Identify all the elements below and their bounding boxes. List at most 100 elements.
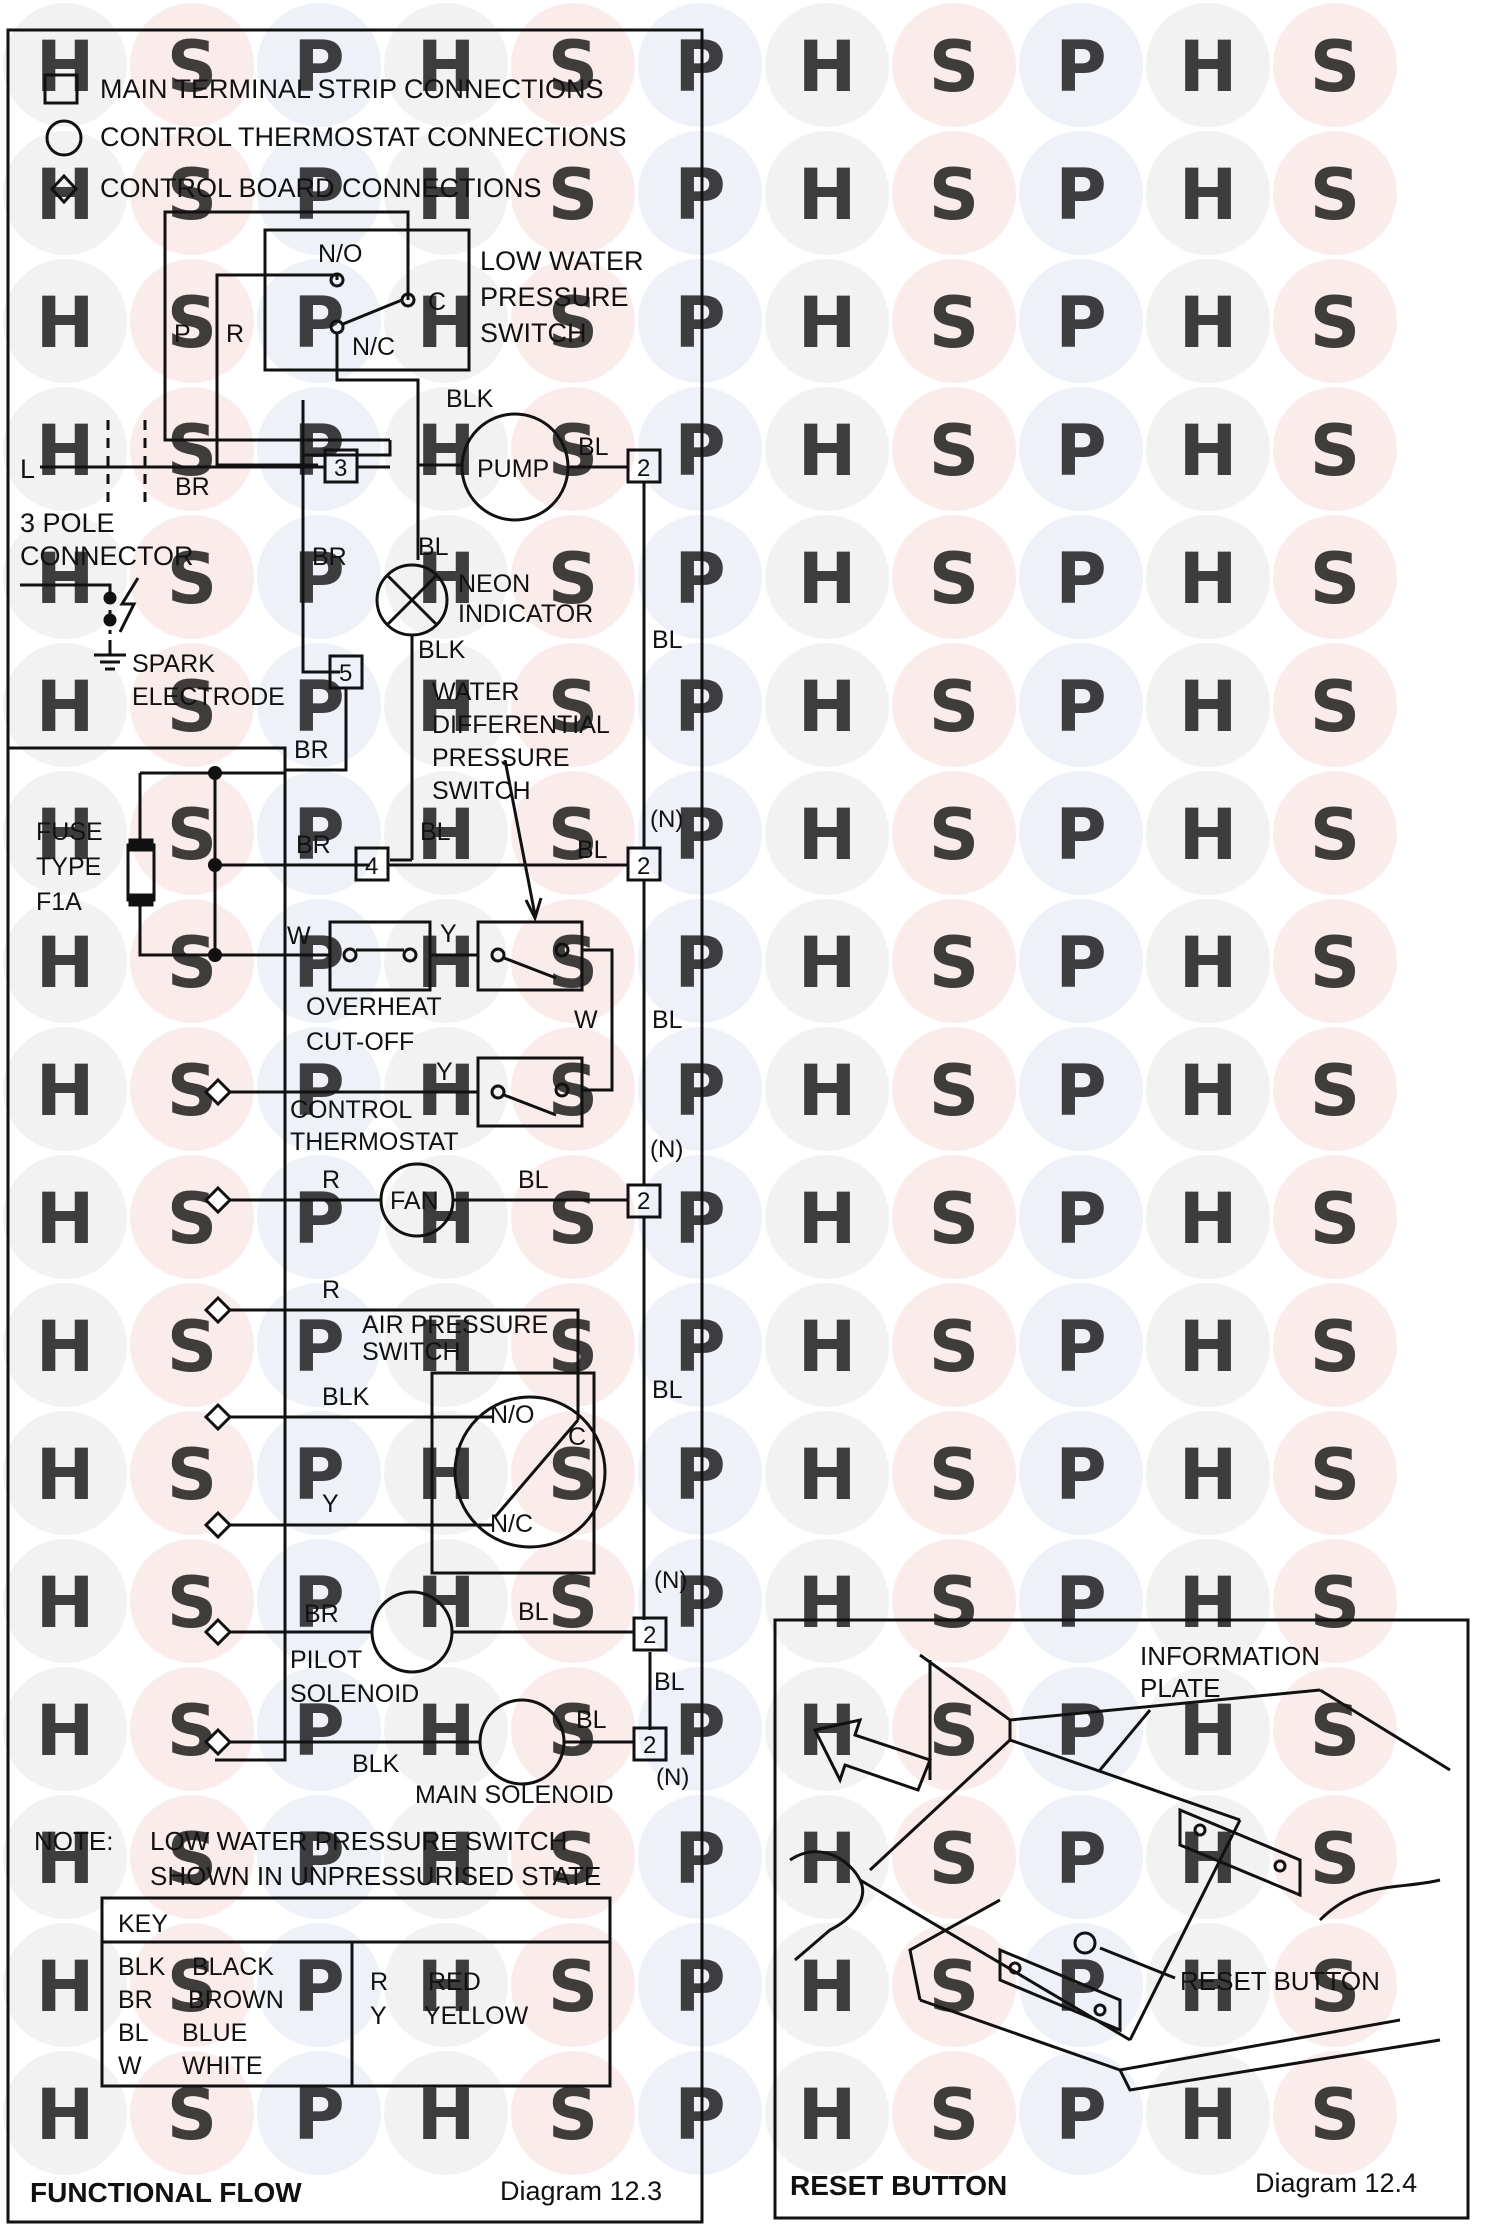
watermark-circle: [765, 3, 889, 127]
watermark-circle: [1146, 1027, 1270, 1151]
watermark-letter: H: [798, 1562, 857, 1644]
watermark-letter: H: [417, 410, 476, 492]
watermark-letter: H: [417, 26, 476, 108]
watermark-letter: H: [417, 1818, 476, 1900]
watermark-circle: [638, 1539, 762, 1663]
watermark-letter: S: [548, 1690, 598, 1772]
bracket-lower: [998, 1947, 1122, 2033]
stat-contact-2: [554, 1082, 570, 1098]
aps-nc-label: N/C: [490, 1510, 533, 1538]
watermark-letter: H: [798, 1050, 857, 1132]
watermark-letter: S: [1310, 154, 1360, 236]
junction-dot-1: [208, 766, 222, 780]
watermark-letter: S: [1310, 1306, 1360, 1388]
legend-diamond-icon: [49, 173, 79, 205]
wire-r-top: [215, 273, 339, 467]
watermark-letter: H: [798, 154, 857, 236]
wdps-label-2: DIFFERENTIAL: [432, 711, 610, 739]
note-line-2: SHOWN IN UNPRESSURISED STATE: [150, 1861, 601, 1891]
watermark-letter: H: [798, 538, 857, 620]
watermark-circle: [638, 259, 762, 383]
fuse-cap-bottom: [128, 893, 154, 907]
watermark-circle: [892, 1283, 1016, 1407]
watermark-circle: [130, 515, 254, 639]
hand-outline: [789, 1850, 865, 1962]
watermark-letter: P: [674, 922, 725, 1004]
watermark-letter: P: [1055, 922, 1106, 1004]
watermark-letter: H: [417, 666, 476, 748]
watermark-letter: H: [798, 794, 857, 876]
reset-leader: [1099, 1946, 1176, 1980]
lwps-switch-arm: [342, 298, 403, 326]
watermark-letter: H: [417, 154, 476, 236]
watermark-letter: P: [674, 794, 725, 876]
watermark-circle: [1273, 643, 1397, 767]
watermark-circle: [3, 515, 127, 639]
watermark-letter: P: [674, 26, 725, 108]
watermark-circle: [384, 1667, 508, 1791]
terminal-2-main-label: 2: [643, 1732, 656, 1759]
watermark-letter: H: [798, 666, 857, 748]
watermark-circle: [130, 1411, 254, 1535]
watermark-letter: S: [167, 154, 217, 236]
board-diamond-4: [203, 1402, 233, 1432]
watermark-letter: P: [293, 1434, 344, 1516]
wire-r-aps: [227, 1308, 580, 1420]
key-title: KEY: [118, 1910, 168, 1938]
watermark-circle: [3, 1155, 127, 1279]
watermark-circle: [1146, 1411, 1270, 1535]
watermark-letter: S: [548, 922, 598, 1004]
watermark-circle: [3, 131, 127, 255]
watermark-letter: S: [167, 1690, 217, 1772]
watermark-circle: [130, 2051, 254, 2175]
watermark-letter: S: [929, 26, 979, 108]
watermark-circle: [765, 899, 889, 1023]
watermark-circle: [1019, 515, 1143, 639]
watermark-letter: S: [929, 1306, 979, 1388]
key-code-3: BL: [118, 2019, 149, 2047]
info-plate-leader: [1098, 1709, 1152, 1771]
key-code-4: W: [118, 2052, 142, 2080]
watermark-circle: [511, 1283, 635, 1407]
watermark-letter: P: [674, 1946, 725, 2028]
watermark-circle: [638, 1027, 762, 1151]
watermark-circle: [638, 387, 762, 511]
spark-label-2: ELECTRODE: [132, 683, 285, 711]
pull-arrow-icon: [812, 1717, 932, 1792]
watermark-letter: P: [1055, 1434, 1106, 1516]
watermark-letter: P: [293, 1306, 344, 1388]
watermark-letter: S: [929, 666, 979, 748]
key-name-6: YELLOW: [424, 2002, 529, 2030]
board-diamond-3: [203, 1295, 233, 1325]
watermark-circle: [1146, 1155, 1270, 1279]
watermark-circle: [1019, 131, 1143, 255]
watermark-letter: H: [36, 666, 95, 748]
watermark-circle: [1273, 1795, 1397, 1919]
wire-y-label-aps: Y: [322, 1490, 339, 1518]
watermark-circle: [638, 515, 762, 639]
watermark-letter: S: [167, 282, 217, 364]
control-label-2: THERMOSTAT: [290, 1128, 459, 1156]
overheat-label-1: OVERHEAT: [306, 993, 442, 1021]
watermark-letter: P: [674, 2074, 725, 2156]
watermark-circle: [638, 1923, 762, 2047]
legend-control-thermostat: CONTROL THERMOSTAT CONNECTIONS: [100, 122, 627, 152]
watermark-letter: H: [1179, 26, 1238, 108]
watermark-letter: S: [167, 666, 217, 748]
watermark-circle: [384, 131, 508, 255]
watermark-circle: [765, 1795, 889, 1919]
watermark-letter: H: [417, 1690, 476, 1772]
wire-5-br-down: [285, 688, 348, 772]
watermark-circle: [257, 643, 381, 767]
watermark-circle: [511, 1667, 635, 1791]
watermark-circle: [257, 515, 381, 639]
fuse-cap-top: [128, 838, 154, 852]
plate-bottom-edge: [859, 1878, 1131, 2042]
watermark-letter: P: [674, 282, 725, 364]
watermark-circle: [892, 131, 1016, 255]
watermark-letter: S: [1310, 794, 1360, 876]
watermark-circle: [1146, 1283, 1270, 1407]
watermark-circle: [257, 3, 381, 127]
watermark-letter: H: [798, 1946, 857, 2028]
watermark-letter: H: [1179, 1946, 1238, 2028]
